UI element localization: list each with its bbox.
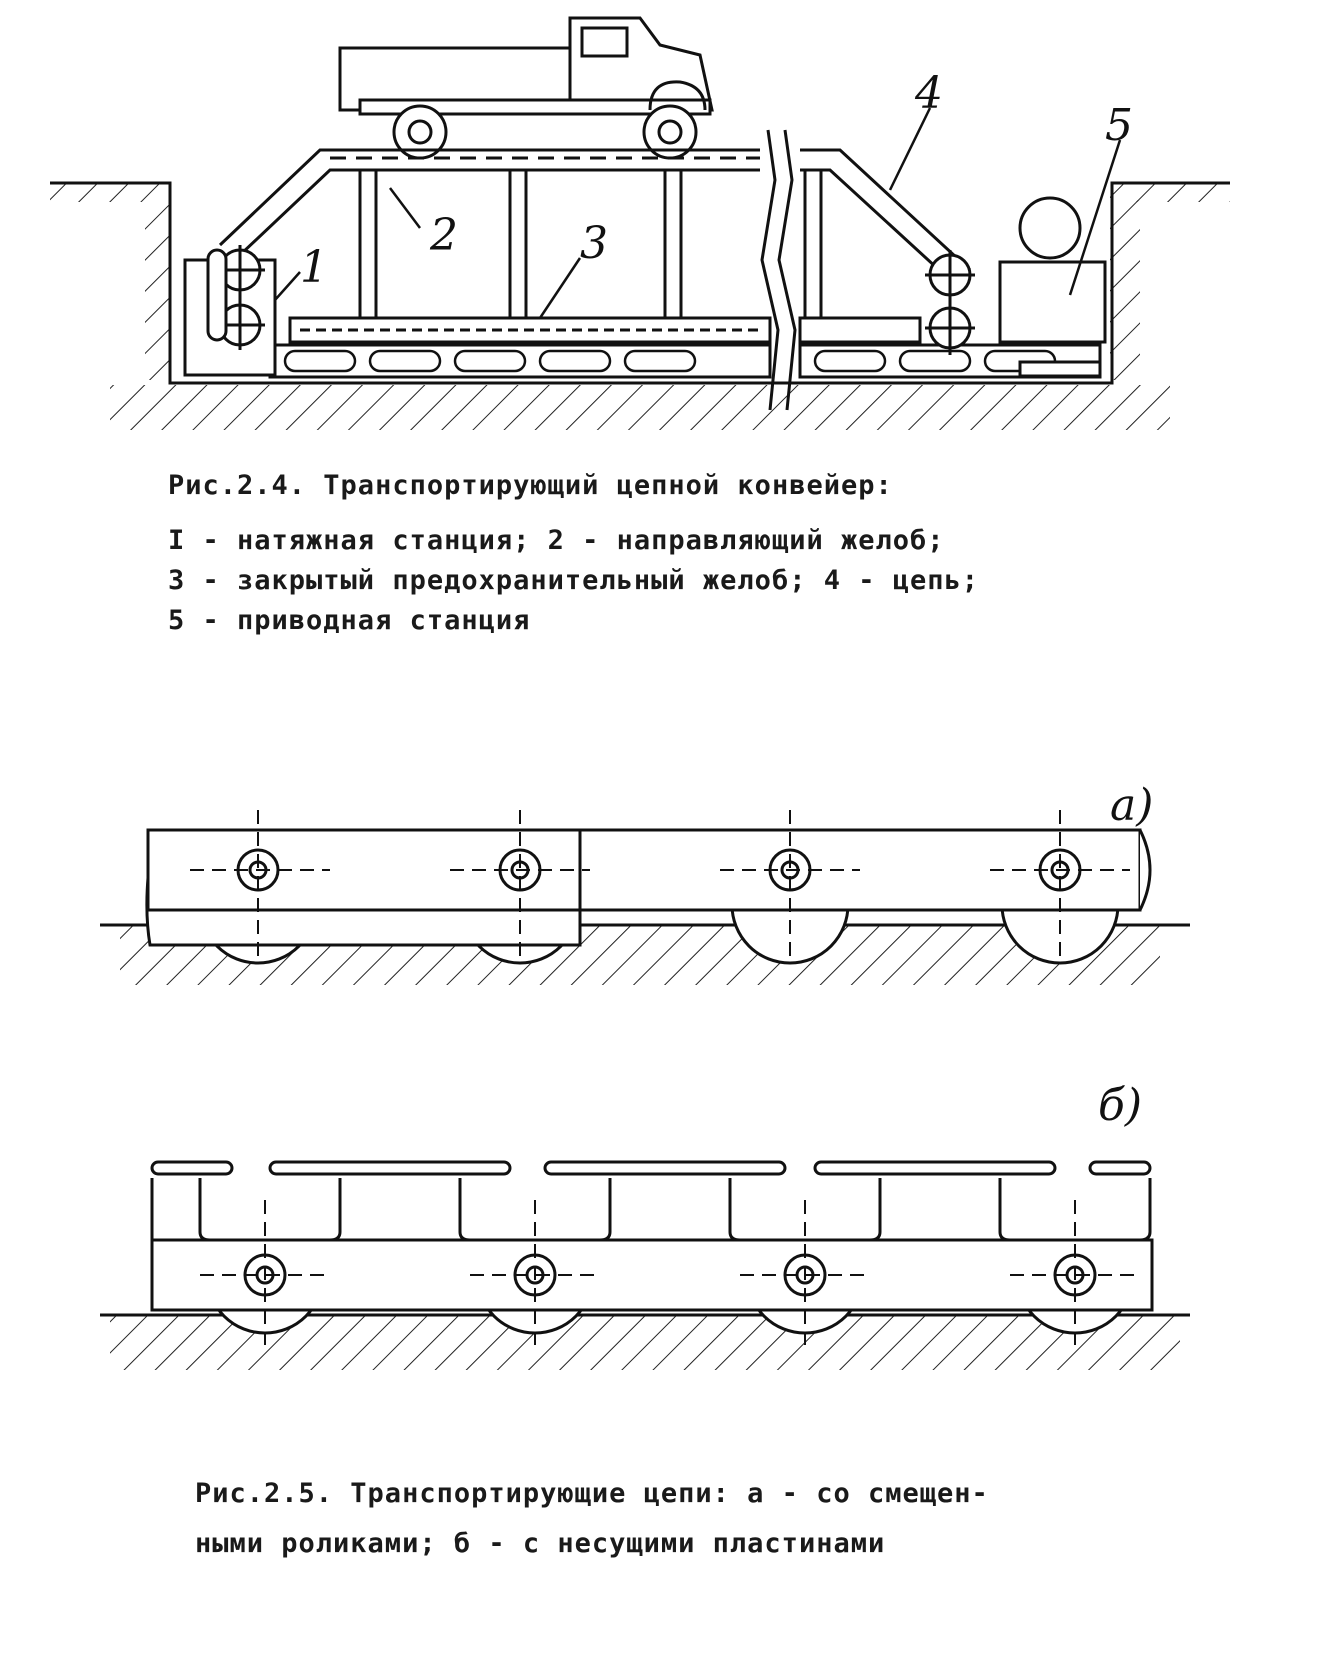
break-line <box>760 129 780 411</box>
figure-2-4-caption-line-2: 3 - закрытый предохранительный желоб; 4 … <box>168 565 980 596</box>
figure-2-5-caption-line-1: Рис.2.5. Транспортирующие цепи: а - со с… <box>195 1478 989 1509</box>
lower-chain-links <box>283 349 1057 373</box>
figure-2-5-caption-line-2: ными роликами; б - с несущими пластинами <box>195 1528 886 1559</box>
figure-2-4-caption-line-3: 5 - приводная станция <box>168 605 531 636</box>
label-2: 2 <box>429 210 458 261</box>
label-b: б) <box>1098 1080 1142 1131</box>
frame-posts <box>358 170 823 320</box>
label-3: 3 <box>580 218 608 269</box>
pit-outline <box>50 181 1230 385</box>
drive-station <box>925 196 1107 378</box>
label-4: 4 <box>914 68 943 119</box>
truck <box>338 16 714 160</box>
label-1: 1 <box>300 242 328 293</box>
ground-hatching <box>50 182 1230 430</box>
leader-lines <box>274 107 1122 319</box>
figure-2-4-caption-line-1: I - натяжная станция; 2 - направляющий ж… <box>168 525 945 556</box>
label-a: а) <box>1110 780 1153 831</box>
tension-station <box>183 245 277 377</box>
chain-b <box>100 1160 1190 1370</box>
label-5: 5 <box>1105 100 1133 151</box>
figure-2-4-caption-title: Рис.2.4. Транспортирующий цепной конвейе… <box>168 470 893 501</box>
upper-chain <box>218 148 972 282</box>
chain-a <box>100 810 1190 985</box>
